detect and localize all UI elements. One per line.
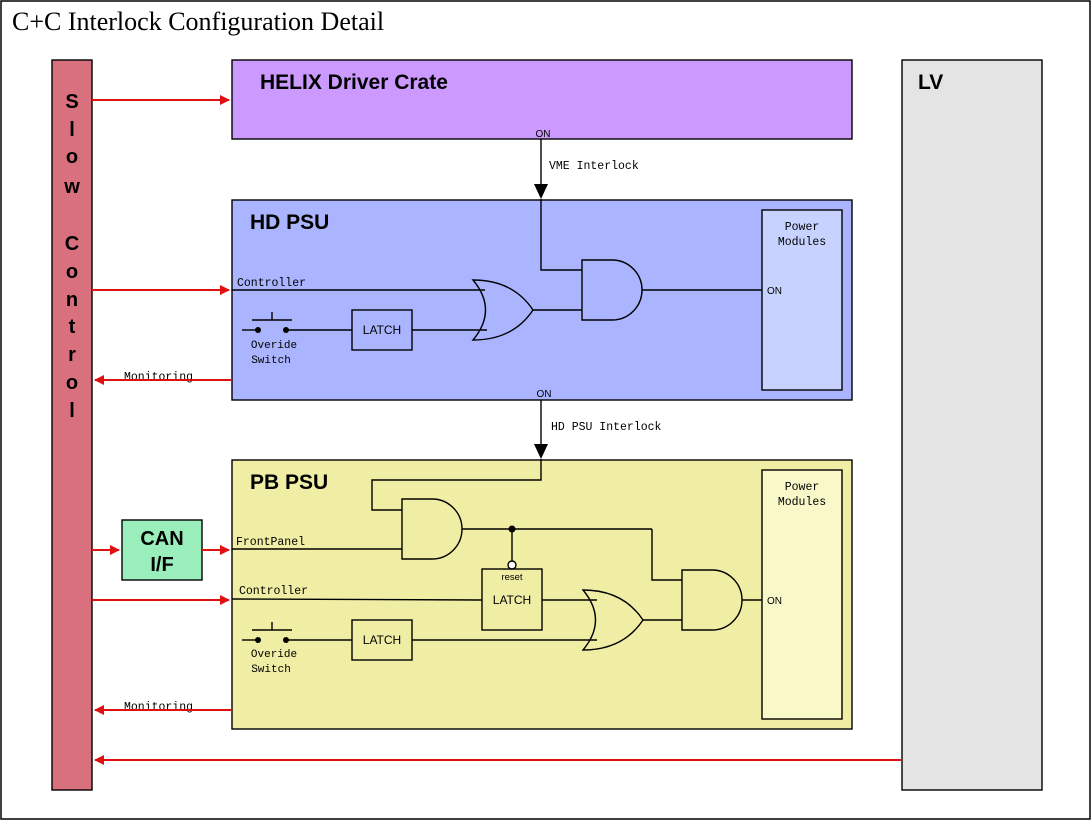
hd-switch-contact bbox=[283, 327, 289, 333]
hd-psu-title: HD PSU bbox=[250, 211, 329, 234]
pb-power-modules bbox=[761, 469, 843, 720]
pb-interlock-to-and-wire bbox=[371, 459, 542, 511]
diagram-title: C+C Interlock Configuration Detail bbox=[12, 7, 384, 36]
pb-reset-inverter bbox=[507, 560, 517, 570]
slow-control-letter: r bbox=[68, 344, 76, 366]
slow-control-label: S l o w C o n t r o l bbox=[63, 91, 80, 422]
slow-control-letter: o bbox=[66, 261, 78, 283]
pb-controller-label: Controller bbox=[239, 585, 308, 598]
helix-on-label: ON bbox=[536, 129, 551, 140]
hd-vme-to-and-wire bbox=[540, 199, 582, 271]
slow-control-letter: l bbox=[69, 400, 75, 422]
hd-monitoring-label: Monitoring bbox=[124, 371, 193, 384]
hd-psu-box bbox=[231, 199, 853, 401]
slow-control-letter: t bbox=[69, 316, 76, 338]
hd-and-gate bbox=[581, 259, 643, 321]
helix-title: HELIX Driver Crate bbox=[260, 71, 448, 94]
pb-frontpanel-label: FrontPanel bbox=[236, 536, 305, 549]
slow-control-letter: C bbox=[65, 233, 79, 255]
hd-latch-label: LATCH bbox=[363, 323, 401, 337]
hd-override-label-2: Switch bbox=[251, 355, 291, 367]
lv-box bbox=[901, 59, 1043, 791]
vme-interlock-label: VME Interlock bbox=[549, 160, 639, 173]
pb-monitoring-label: Monitoring bbox=[124, 701, 193, 714]
hd-power-modules-label-2: Modules bbox=[778, 236, 826, 249]
helix-driver-crate bbox=[231, 59, 853, 140]
pb-power-modules-on: ON bbox=[767, 596, 782, 607]
pb-and1-to-and2-wire bbox=[651, 529, 682, 581]
pb-and-gate-2 bbox=[681, 569, 743, 631]
pb-power-modules-label-2: Modules bbox=[778, 496, 826, 509]
slow-control-letter: n bbox=[66, 289, 78, 311]
slow-control-letter: w bbox=[63, 176, 80, 198]
pb-latch-label: LATCH bbox=[363, 633, 401, 647]
can-if-label-2: I/F bbox=[150, 554, 173, 576]
slow-control-letter: o bbox=[66, 372, 78, 394]
hd-controller-label: Controller bbox=[237, 277, 306, 290]
hd-power-modules-on: ON bbox=[767, 286, 782, 297]
hd-or-gate bbox=[471, 279, 534, 341]
pb-override-label-1: Overide bbox=[251, 649, 297, 661]
pb-reset-label: reset bbox=[501, 572, 522, 583]
pb-switch-contact bbox=[283, 637, 289, 643]
slow-control-letter: o bbox=[66, 146, 78, 168]
lv-title: LV bbox=[918, 71, 943, 94]
hd-power-modules bbox=[761, 209, 843, 391]
pb-controller-wire bbox=[231, 598, 483, 601]
slow-control-letter: l bbox=[69, 119, 75, 141]
slow-control-bar bbox=[51, 59, 93, 791]
pb-reset-latch-label: LATCH bbox=[493, 593, 531, 607]
pb-switch-contact bbox=[255, 637, 261, 643]
pb-power-modules-label-1: Power bbox=[785, 481, 820, 494]
hd-on-out-label: ON bbox=[537, 389, 552, 400]
can-if-box bbox=[121, 519, 203, 581]
vme-interlock-arrowhead bbox=[534, 184, 548, 199]
can-if-label-1: CAN bbox=[140, 528, 183, 550]
hd-psu-interlock-arrowhead bbox=[534, 444, 548, 459]
slow-control-letter: S bbox=[65, 91, 78, 113]
pb-override-label-2: Switch bbox=[251, 664, 291, 676]
pb-and-gate-1 bbox=[401, 498, 463, 560]
pb-or-gate bbox=[581, 589, 644, 651]
pb-psu-title: PB PSU bbox=[250, 471, 328, 494]
hd-power-modules-label-1: Power bbox=[785, 221, 820, 234]
hd-switch-contact bbox=[255, 327, 261, 333]
hd-psu-interlock-label: HD PSU Interlock bbox=[551, 421, 662, 434]
hd-override-label-1: Overide bbox=[251, 340, 297, 352]
